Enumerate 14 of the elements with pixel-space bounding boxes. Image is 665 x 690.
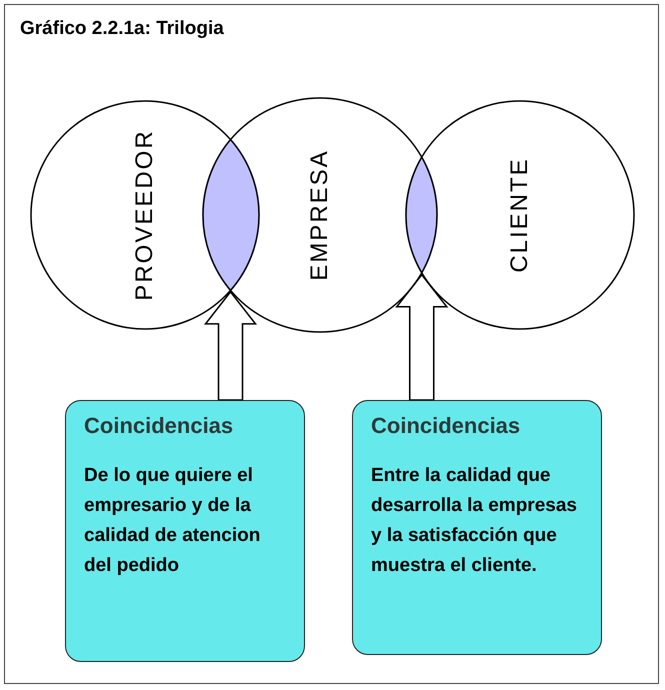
box-heading: Coincidencias (371, 413, 522, 439)
circle-label: EMPRESA (306, 149, 334, 281)
callout-box (352, 400, 602, 655)
block-arrow (204, 290, 258, 401)
box-text: De lo que quiere el empresario y de la calidad de atencion del pedido (84, 464, 262, 578)
overlap-region (405, 155, 438, 275)
box-text: Entre la calidad que desarrolla la empresas y la satisfacción que muestra el cliente. (371, 464, 578, 578)
callout-box (65, 400, 305, 662)
box-heading: Coincidencias (84, 413, 234, 439)
circle-label: PROVEEDOR (131, 129, 159, 301)
title: Gráfico 2.2.1a: Trilogia (20, 18, 224, 40)
block-arrow (395, 274, 448, 401)
overlap-region (202, 138, 260, 292)
circle-label: CLIENTE (506, 157, 534, 273)
